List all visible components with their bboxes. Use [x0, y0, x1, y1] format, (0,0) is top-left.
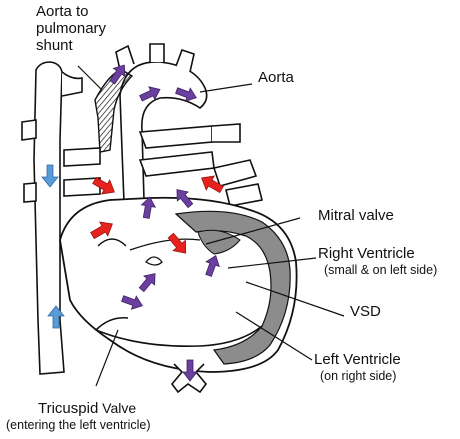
label-rv-line2: (small & on left side) — [324, 263, 437, 277]
label-tricuspid-main: Tricuspid — [38, 400, 98, 417]
label-shunt-line1: Aorta to — [36, 4, 106, 21]
aorta — [116, 44, 207, 202]
label-shunt: Aorta to pulmonary shunt — [36, 4, 106, 54]
label-vsd: VSD — [350, 304, 381, 321]
label-shunt-line2: pulmonary — [36, 21, 106, 38]
label-lv-line2: (on right side) — [320, 369, 401, 383]
heart-body — [60, 198, 297, 372]
label-tricuspid: Tricuspid Valve (entering the left ventr… — [6, 400, 151, 432]
label-tricuspid-small: Valve — [98, 400, 136, 416]
label-right-ventricle: Right Ventricle (small & on left side) — [318, 246, 437, 277]
label-lv-line1: Left Ventricle — [314, 352, 401, 369]
label-rv-line1: Right Ventricle — [318, 246, 437, 263]
label-mitral-valve: Mitral valve — [318, 208, 394, 225]
label-shunt-line3: shunt — [36, 38, 106, 55]
label-aorta: Aorta — [258, 70, 294, 87]
label-tricuspid-line2: (entering the left ventricle) — [6, 418, 151, 432]
right-pulmonary-veins — [214, 160, 262, 206]
label-left-ventricle: Left Ventricle (on right side) — [314, 352, 401, 383]
